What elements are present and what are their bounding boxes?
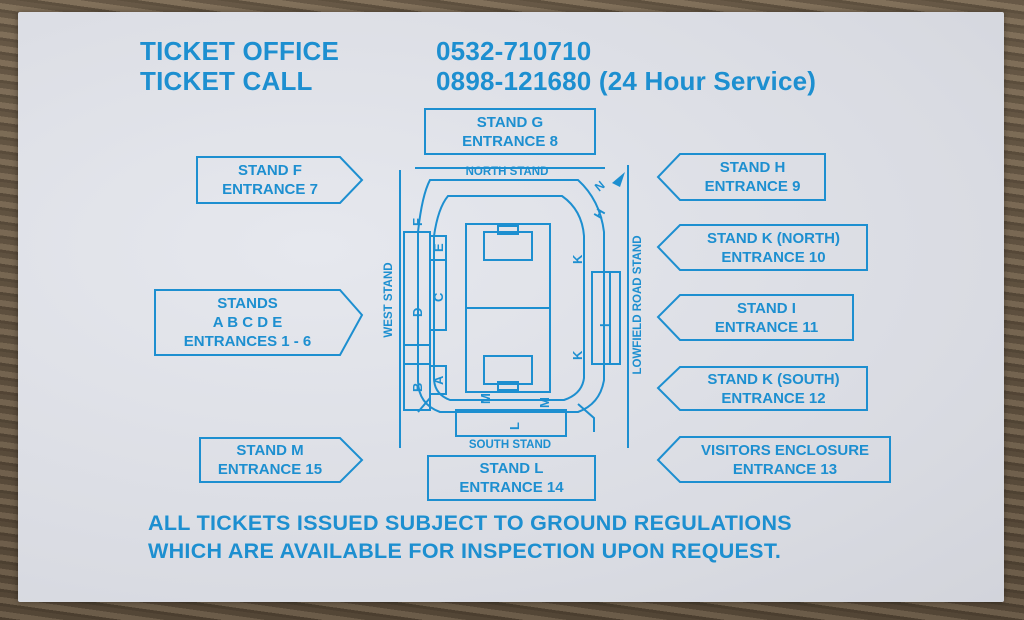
section-d: D [410,308,425,317]
stand-l-frame [427,455,596,501]
stands-abcde-entrances: ENTRANCES 1 - 6 [183,333,312,350]
stand-g-title: STAND G [476,113,544,131]
north-marker: N [592,178,608,194]
stand-f-callout: STAND F ENTRANCE 7 [200,157,340,203]
footer-line-1: ALL TICKETS ISSUED SUBJECT TO GROUND REG… [148,511,792,535]
stand-l-entrance: ENTRANCE 14 [459,479,564,496]
ticket-office-label: TICKET OFFICE [140,36,340,66]
section-k-north: K [570,254,585,264]
stand-f-title: STAND F [238,162,302,179]
stand-h-entrance: ENTRANCE 9 [704,178,801,195]
section-e: E [431,243,446,252]
stand-f-frame [196,156,364,204]
stand-i-entrance: ENTRANCE 11 [714,318,819,336]
section-l: L [507,422,522,430]
section-h: H [591,206,609,222]
stand-f-entrance: ENTRANCE 7 [222,181,318,198]
stand-h-title: STAND H [719,159,786,176]
section-a: A [431,375,446,385]
ticket-office-number: 0532-710710 [436,36,592,66]
ticket-call-number: 0898-121680 (24 Hour Service) [436,66,817,96]
stand-l-title: STAND L [479,460,544,477]
stands-abcde-title: STANDS [217,295,278,312]
stand-i-callout: STAND I ENTRANCE 11 [680,295,853,340]
stand-m-callout: STAND M ENTRANCE 15 [200,438,340,482]
visitors-callout: VISITORS ENCLOSURE ENTRANCE 13 [680,437,890,482]
stand-k-south-frame [656,366,868,411]
stand-k-north-title: STAND K (NORTH) [706,229,841,247]
section-m-left: M [478,393,493,404]
section-c: C [431,292,446,302]
stand-i-title: STAND I [737,299,796,317]
stand-h-frame [656,153,826,201]
section-k-south: K [570,350,585,360]
stand-k-south-callout: STAND K (SOUTH) ENTRANCE 12 [680,367,867,410]
stand-g-entrance: ENTRANCE 8 [462,132,558,150]
stand-k-south-entrance: ENTRANCE 12 [721,389,826,407]
visitors-entrance: ENTRANCE 13 [732,460,838,478]
west-stand-label: WEST STAND [383,262,395,337]
stand-m-frame [199,437,364,483]
visitors-frame [656,436,891,483]
stands-abcde-frame [154,289,364,356]
section-b: B [410,383,425,392]
south-stand-label: SOUTH STAND [469,439,551,451]
stand-g-frame [424,108,596,155]
stand-k-north-entrance: ENTRANCE 10 [721,248,826,266]
stand-k-north-callout: STAND K (NORTH) ENTRANCE 10 [680,225,867,270]
stand-g-callout: STAND G ENTRANCE 8 [425,109,595,154]
ticket-call-label: TICKET CALL [140,66,313,96]
section-i: I [597,323,612,327]
stand-k-north-frame [656,224,868,271]
stand-m-title: STAND M [236,442,304,459]
stands-abcde-letters: A B C D E [212,314,283,331]
footer-line-2: WHICH ARE AVAILABLE FOR INSPECTION UPON … [148,539,782,563]
visitors-title: VISITORS ENCLOSURE [700,441,870,459]
stands-abcde-callout: STANDS A B C D E ENTRANCES 1 - 6 [155,290,340,355]
stand-k-south-title: STAND K (SOUTH) [707,370,840,388]
section-f: F [410,218,425,226]
section-m-right: M [537,397,552,408]
lowfield-stand-label: LOWFIELD ROAD STAND [632,235,644,374]
stand-i-frame [656,294,854,341]
north-stand-label: NORTH STAND [466,166,549,178]
stand-l-callout: STAND L ENTRANCE 14 [428,456,595,500]
stand-h-callout: STAND H ENTRANCE 9 [680,154,825,200]
stand-m-entrance: ENTRANCE 15 [217,461,323,478]
